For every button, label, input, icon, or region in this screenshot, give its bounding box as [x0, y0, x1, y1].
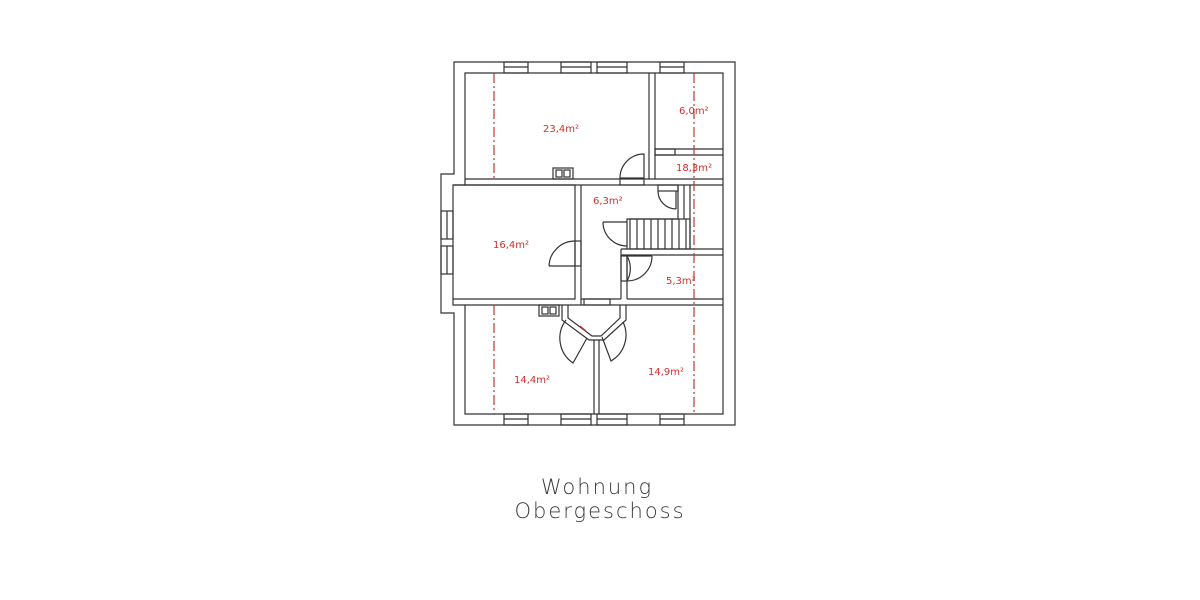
- door-swings: [548, 153, 679, 364]
- area-label-southeast: 14,9m²: [648, 367, 684, 378]
- axis-lines: [493, 73, 695, 414]
- staircase: [629, 218, 691, 250]
- area-label-east-corridor: 18,3m²: [676, 163, 712, 174]
- interior-walls: [453, 73, 723, 414]
- area-label-north-large: 23,4m²: [543, 124, 579, 135]
- chimney: [538, 167, 574, 317]
- area-label-southwest: 14,4m²: [514, 375, 550, 386]
- window-top: [503, 61, 685, 74]
- window-left: [440, 210, 454, 275]
- window-bottom: [503, 413, 685, 426]
- drawing-title-line1: Wohnung: [540, 475, 654, 499]
- area-label-hall: 6,3m²: [593, 196, 623, 207]
- area-label-west: 16,4m²: [493, 240, 529, 251]
- outer-wall: [440, 61, 736, 426]
- area-label-northeast-small: 6,0m²: [679, 106, 709, 117]
- area-label-east-mid: 5,3m²: [666, 276, 696, 287]
- drawing-title-line2: Obergeschoss: [514, 499, 686, 523]
